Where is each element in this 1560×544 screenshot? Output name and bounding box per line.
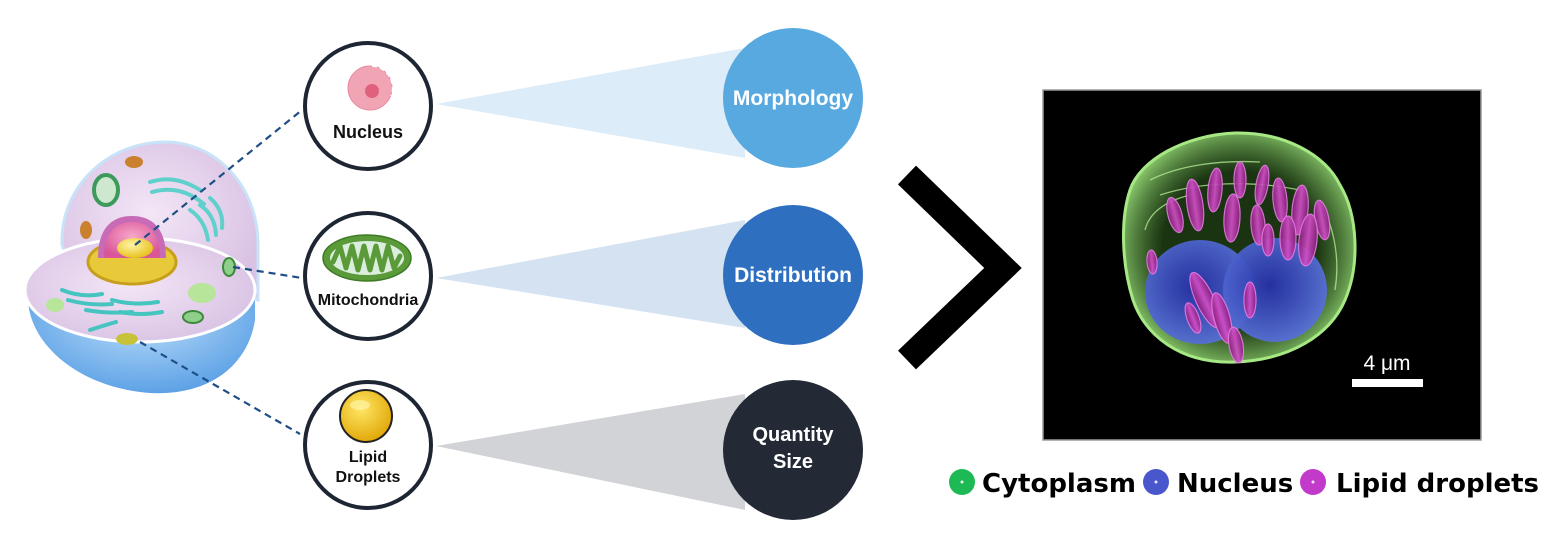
metric-distribution: Distribution [723, 205, 863, 345]
micrograph-panel: 4 μm [1042, 89, 1482, 441]
micrograph-lipid-droplet [1298, 213, 1318, 267]
organelle-circle [303, 380, 433, 510]
scale-bar [1352, 379, 1423, 387]
beam-0 [436, 48, 745, 158]
beam-2 [436, 394, 745, 510]
micrograph-lipid-droplet [1146, 249, 1158, 275]
beam-1 [436, 220, 745, 328]
vacuole [92, 173, 120, 207]
micrograph-lipid-droplet [1184, 302, 1202, 334]
micrograph-lipid-droplet [1250, 204, 1266, 246]
cell-illustration [23, 140, 260, 394]
lysosome [188, 283, 216, 303]
micrograph-lipid-droplet [1254, 164, 1270, 206]
legend-label: Cytoplasm [982, 469, 1136, 499]
organelle-mitochondria: Mitochondria [303, 211, 433, 341]
micrograph-lipid-droplet [1166, 196, 1184, 234]
micrograph-lipid-droplet [1243, 281, 1257, 319]
rough-er [60, 288, 164, 332]
metric-quantity-size: Quantity Size [723, 380, 863, 520]
scale-bar-label: 4 μm [1363, 352, 1410, 375]
nucleolus [117, 238, 153, 258]
micrograph-lipid-droplet [1227, 326, 1245, 364]
organelle-label: Mitochondria [318, 292, 419, 309]
legend-item-lipid-droplets: Lipid droplets [1300, 469, 1539, 499]
legend-swatch-center [1311, 480, 1315, 484]
legend-label: Nucleus [1177, 469, 1293, 499]
leader-line-lipid-droplets [139, 341, 301, 435]
micrograph-lipid-droplet [1185, 178, 1205, 232]
legend-swatch-center [1154, 480, 1158, 484]
nucleus-icon [347, 65, 394, 111]
micrograph-lipid-droplet [1233, 161, 1247, 199]
legend-item-cytoplasm: Cytoplasm [949, 469, 1136, 499]
micrograph-lipid-droplets [1146, 161, 1331, 364]
metric-circle [723, 380, 863, 520]
organelle-label-line-2: Droplets [336, 469, 401, 486]
metric-circle [723, 205, 863, 345]
organelle-label: Nucleus [333, 122, 403, 142]
micrograph-lipid-droplet [1207, 167, 1223, 213]
cell-membrane-shell [28, 260, 255, 394]
metric-label-line-1: Quantity [752, 424, 834, 446]
lipid-droplet-icon [339, 389, 393, 443]
chevron-right-icon [897, 165, 1022, 370]
legend-item-nucleus: Nucleus [1143, 469, 1293, 499]
vesicle [80, 221, 92, 239]
cell-lipid-droplet [116, 333, 138, 345]
organelle-label-line-1: Lipid [349, 449, 387, 466]
metric-morphology: Morphology [723, 28, 863, 168]
beams [436, 48, 745, 510]
legend: Cytoplasm Nucleus Lipid droplets [949, 469, 1539, 499]
metric-label: Morphology [733, 87, 853, 110]
micrograph-lipid-droplet [1279, 215, 1297, 261]
vesicle [125, 156, 143, 168]
golgi-apparatus [148, 177, 225, 242]
micrograph-lipid-droplet [1261, 223, 1275, 257]
metric-circle [723, 28, 863, 168]
organelle-lipid-droplets: Lipid Droplets [303, 380, 433, 510]
metric-label: Distribution [734, 264, 852, 287]
cell-mitochondrion [182, 310, 204, 324]
mitochondrion-icon [322, 234, 412, 282]
micrograph-lipid-droplet [1223, 193, 1241, 243]
legend-label: Lipid droplets [1336, 469, 1539, 499]
metric-label-line-2: Size [773, 451, 813, 473]
leader-lines [134, 109, 303, 435]
organelle-nucleus: Nucleus [303, 41, 433, 171]
lysosome [46, 298, 64, 312]
legend-swatch-center [960, 480, 964, 484]
